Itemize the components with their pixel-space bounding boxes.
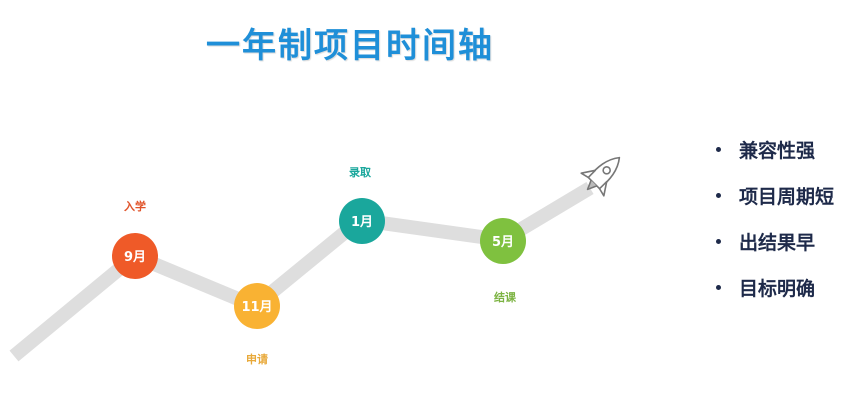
milestone-month: 5月 bbox=[492, 235, 514, 250]
milestone-9: 9月 入学 bbox=[112, 199, 158, 279]
feature-item: 兼容性强 bbox=[712, 126, 834, 172]
feature-text: 出结果早 bbox=[739, 231, 816, 254]
milestone-dot bbox=[480, 218, 526, 264]
bullet-dot bbox=[716, 192, 721, 198]
feature-text: 目标明确 bbox=[739, 277, 816, 300]
bullet-dot bbox=[716, 146, 721, 152]
rocket-icon bbox=[580, 156, 621, 197]
feature-item: 出结果早 bbox=[712, 218, 834, 264]
milestone-11: 11月 申请 bbox=[234, 283, 280, 366]
timeline-track bbox=[9, 181, 594, 362]
milestone-month: 11月 bbox=[241, 300, 272, 315]
milestone-month: 1月 bbox=[351, 215, 373, 230]
milestone-dot bbox=[339, 198, 385, 244]
milestone-label: 入学 bbox=[124, 199, 146, 213]
milestone-label: 申请 bbox=[246, 352, 268, 366]
milestone-5: 5月 结课 bbox=[480, 218, 526, 304]
feature-text: 兼容性强 bbox=[739, 139, 816, 162]
milestone-dot bbox=[112, 233, 158, 279]
milestone-dot bbox=[234, 283, 280, 329]
milestone-label: 结课 bbox=[493, 290, 517, 304]
feature-item: 项目周期短 bbox=[712, 172, 834, 218]
page-title: 一年制项目时间轴 bbox=[206, 26, 494, 66]
milestone-month: 9月 bbox=[124, 250, 146, 265]
feature-item: 目标明确 bbox=[712, 264, 834, 310]
bullet-dot bbox=[716, 238, 721, 244]
feature-list: 兼容性强 项目周期短 出结果早 目标明确 bbox=[712, 126, 834, 310]
milestone-1: 1月 录取 bbox=[339, 166, 385, 244]
feature-text: 项目周期短 bbox=[739, 185, 835, 208]
milestone-label: 录取 bbox=[349, 166, 371, 179]
bullet-dot bbox=[716, 284, 721, 290]
